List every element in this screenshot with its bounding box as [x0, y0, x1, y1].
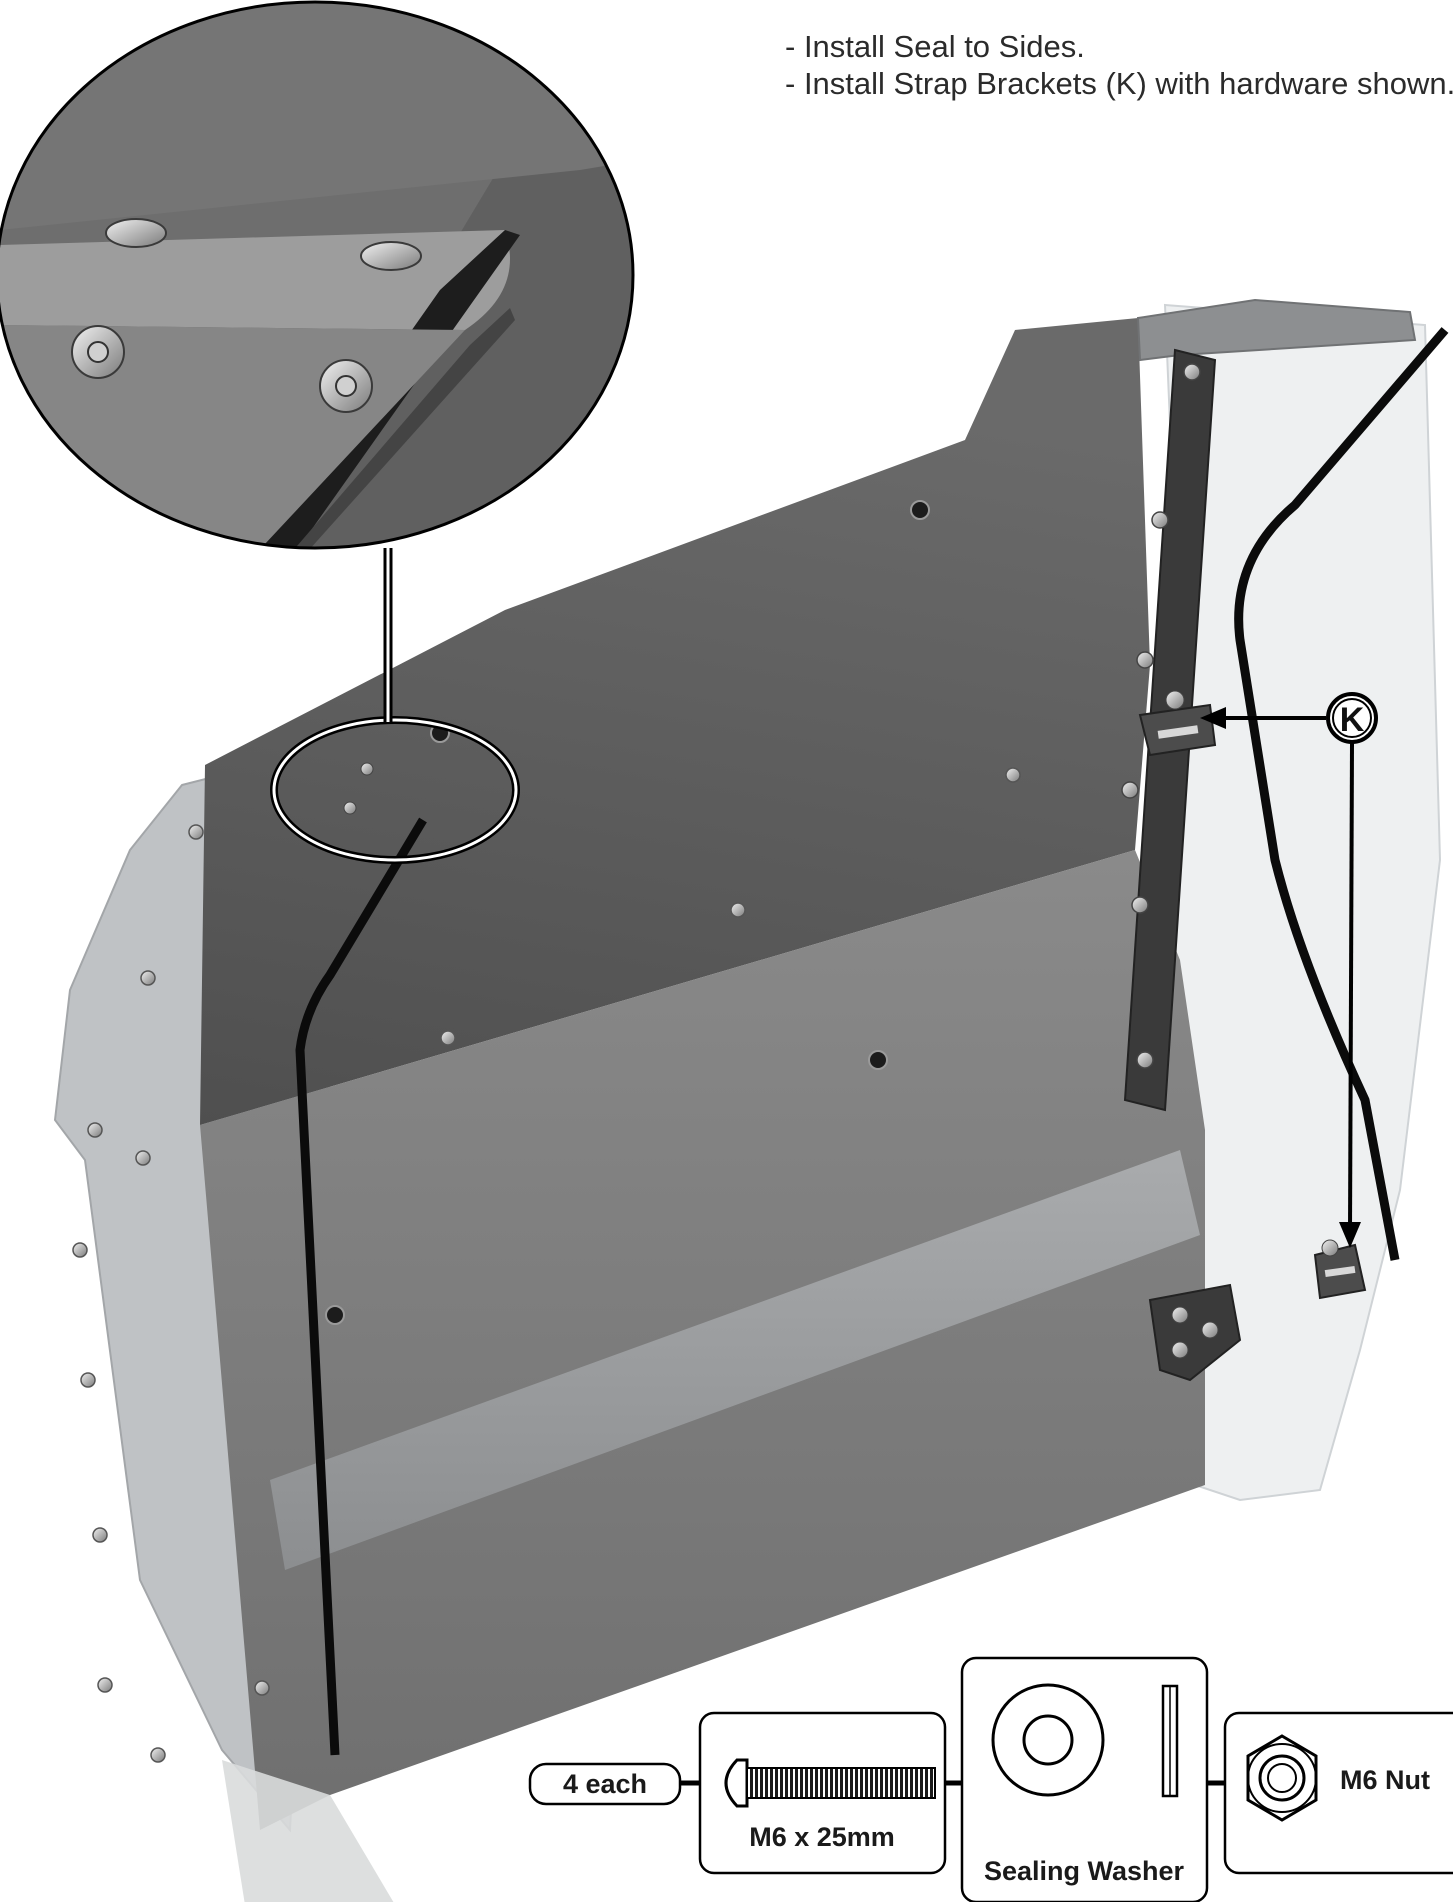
nut-box: M6 Nut	[1223, 1711, 1453, 1875]
button-head-bolt-icon	[724, 1758, 936, 1808]
instruction-list: Install Seal to Sides. Install Strap Bra…	[785, 28, 1453, 102]
side-fasteners	[72, 767, 1021, 1763]
bolt-box: M6 x 25mm	[698, 1711, 947, 1875]
instruction-step-1: Install Seal to Sides.	[785, 28, 1453, 65]
nut-label: M6 Nut	[1340, 1765, 1430, 1795]
hex-nut-icon	[1246, 1734, 1318, 1822]
instruction-step-2: Install Strap Brackets (K) with hardware…	[785, 65, 1453, 102]
strap-bracket-upper	[1138, 690, 1217, 757]
callout-label: K	[1340, 701, 1365, 739]
reinforcement-band	[270, 1150, 1200, 1570]
sealing-washer-icon	[991, 1683, 1179, 1798]
right-seal	[1234, 327, 1449, 1261]
upper-panel	[200, 318, 1150, 1125]
left-seal	[295, 817, 427, 1756]
magnified-detail	[0, 0, 635, 550]
hardware-legend: 4 each M6 x 25mm Sealing Washer	[528, 1656, 1453, 1902]
washer-box: Sealing Washer	[960, 1656, 1209, 1902]
bolt-label: M6 x 25mm	[749, 1822, 895, 1852]
callout-k: K	[1200, 692, 1378, 1248]
detail-ring	[270, 716, 520, 864]
top-flange	[1136, 298, 1417, 362]
lower-lip	[222, 1760, 394, 1902]
strap-bracket-lower	[1313, 1239, 1367, 1300]
quantity-label-box: 4 each	[528, 1762, 682, 1806]
quantity-label: 4 each	[563, 1769, 647, 1799]
stiffener-bolts	[1121, 363, 1201, 1069]
panel-fasteners	[325, 500, 930, 1325]
washer-label: Sealing Washer	[984, 1856, 1185, 1886]
corner-bracket	[1148, 1283, 1242, 1382]
